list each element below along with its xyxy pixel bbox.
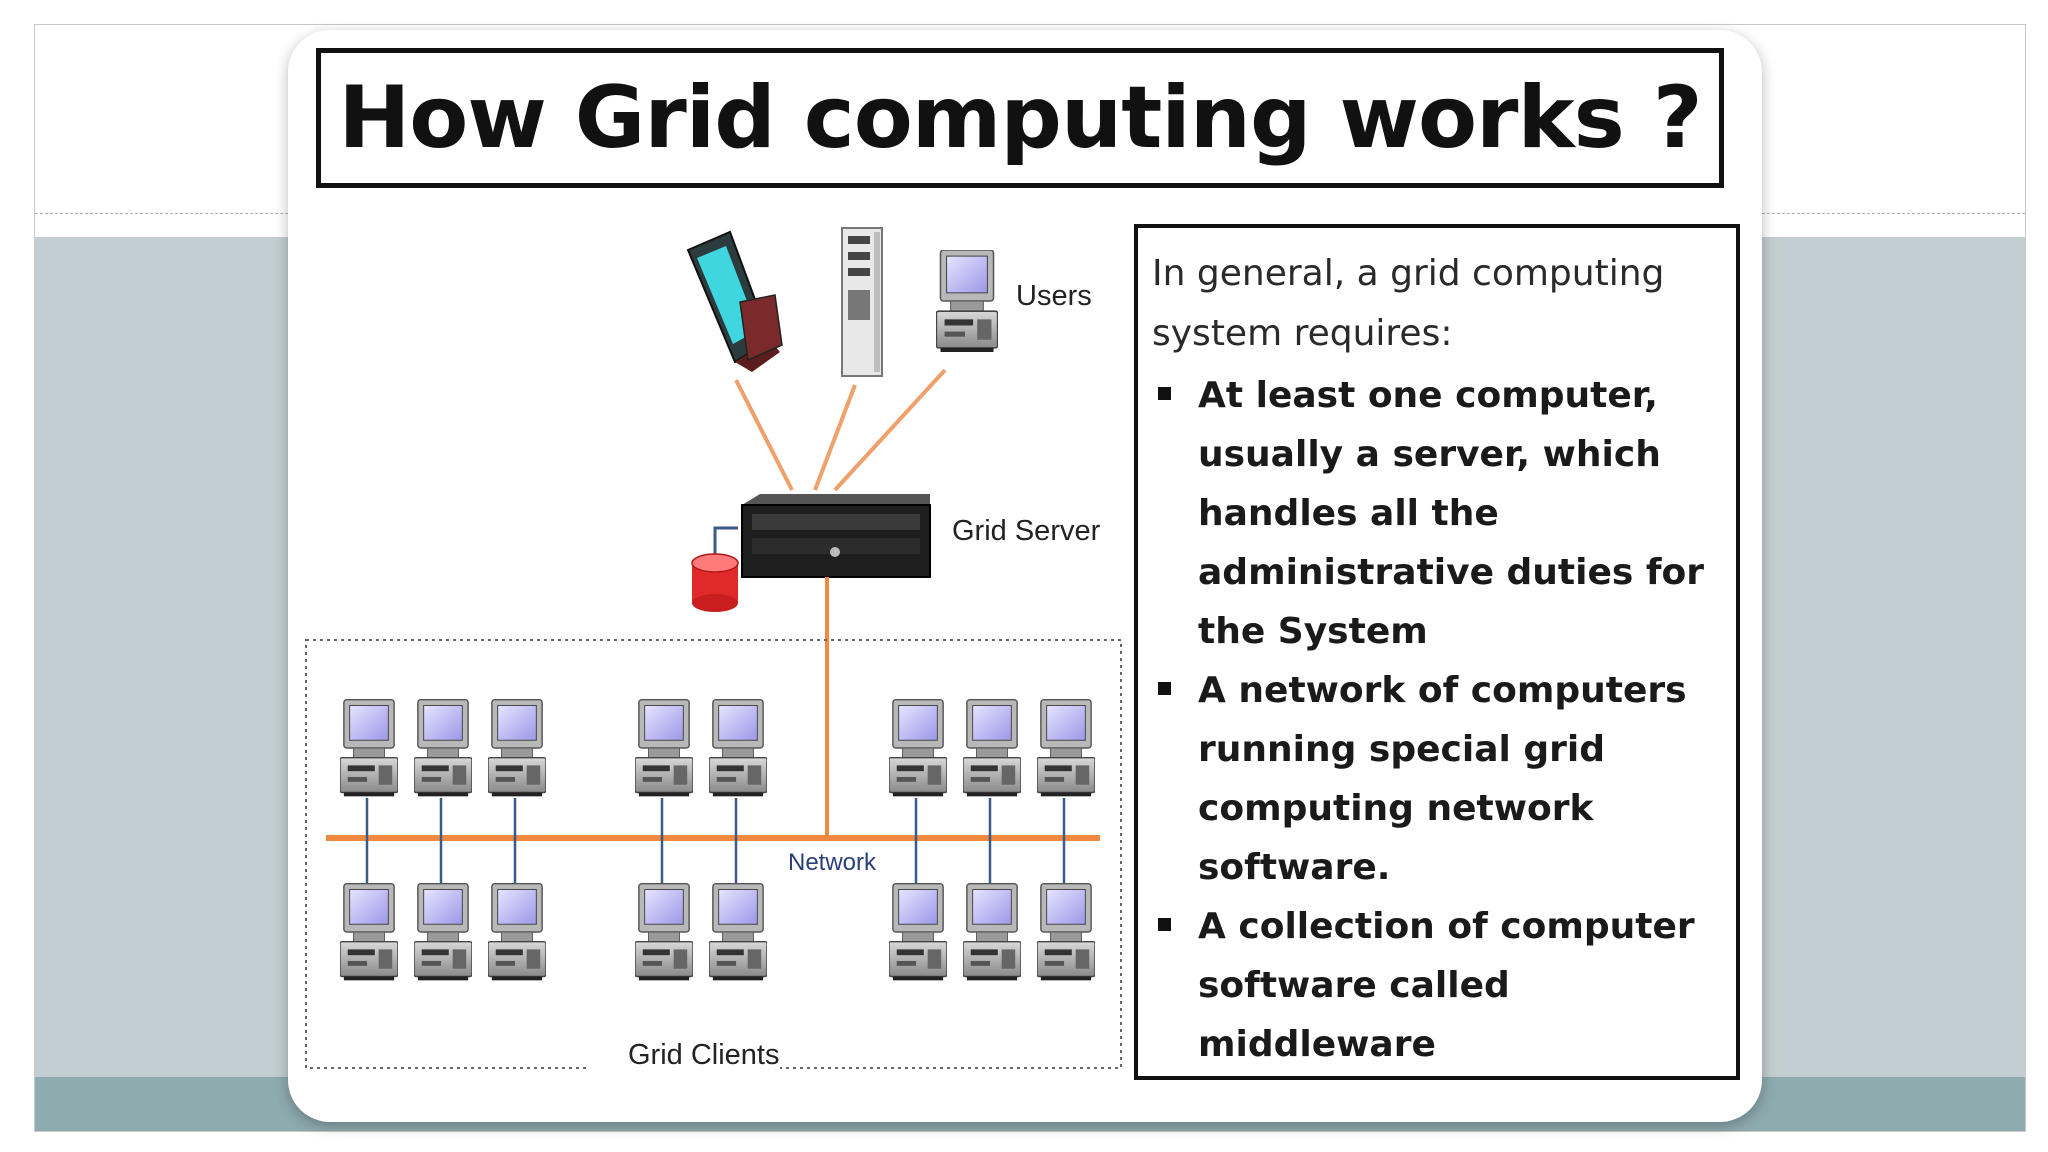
intro-line: In general, a grid computing: [1152, 253, 1665, 294]
title-box: How Grid computing works ?: [316, 48, 1724, 188]
client-computer-icon: [963, 698, 1021, 798]
desktop-connector: [833, 368, 947, 492]
grid-server-icon: [741, 494, 931, 578]
client-computer-icon: [488, 698, 546, 798]
client-computer-icon: [414, 882, 472, 982]
bullet-line: handles all the: [1198, 493, 1499, 534]
client-computer-icon: [488, 882, 546, 982]
bullet-line: computing network: [1198, 788, 1594, 829]
bullet-line: A network of computers: [1198, 670, 1687, 711]
requirements-list: At least one computer, usually a server,…: [1152, 366, 1722, 1074]
bullet-line: software.: [1198, 847, 1391, 888]
client-drop-lines: [365, 798, 1066, 884]
bullet-square-icon: [1158, 682, 1171, 695]
bullet-line: administrative duties for: [1198, 552, 1705, 593]
list-item: A collection of computer software called…: [1152, 897, 1722, 1074]
database-icon: [691, 526, 739, 612]
client-computer-icon: [709, 698, 767, 798]
client-computer-icon: [963, 882, 1021, 982]
client-computer-icon: [1037, 698, 1095, 798]
client-computer-icon: [414, 698, 472, 798]
users-label: Users: [1016, 280, 1092, 312]
client-computer-icon: [889, 698, 947, 798]
laptop-icon: [686, 230, 783, 372]
client-computer-icon: [889, 882, 947, 982]
bullet-line: At least one computer,: [1198, 375, 1658, 416]
client-computer-icon: [709, 882, 767, 982]
client-computer-icon: [635, 882, 693, 982]
bullet-line: usually a server, which: [1198, 434, 1661, 475]
tower-connector: [813, 384, 857, 491]
bullet-line: A collection of computer: [1198, 906, 1695, 947]
bullet-line: running special grid: [1198, 729, 1606, 770]
bullet-square-icon: [1158, 387, 1171, 400]
bullet-line: software called: [1198, 965, 1510, 1006]
grid-server-label: Grid Server: [952, 515, 1101, 547]
bullet-line: the System: [1198, 611, 1428, 652]
client-computer-icon: [635, 698, 693, 798]
grid-clients-label: Grid Clients: [628, 1039, 780, 1071]
user-desktop-icon: [936, 250, 998, 352]
client-computer-icon: [340, 698, 398, 798]
laptop-connector: [734, 379, 794, 491]
list-item: A network of computers running special g…: [1152, 661, 1722, 897]
intro-text: In general, a grid computing system requ…: [1152, 244, 1722, 364]
grid-clients-boundary: [305, 639, 1122, 1069]
content-panel: [288, 30, 1762, 1122]
page-title: How Grid computing works ?: [338, 68, 1702, 168]
list-item: At least one computer, usually a server,…: [1152, 366, 1722, 661]
client-computer-icon: [1037, 882, 1095, 982]
client-computer-icon: [340, 882, 398, 982]
tower-server-icon: [841, 227, 883, 377]
requirements-box: In general, a grid computing system requ…: [1134, 224, 1740, 1080]
bullet-square-icon: [1158, 918, 1171, 931]
network-label: Network: [788, 849, 877, 876]
intro-line: system requires:: [1152, 313, 1453, 354]
bullet-line: middleware: [1198, 1024, 1436, 1065]
